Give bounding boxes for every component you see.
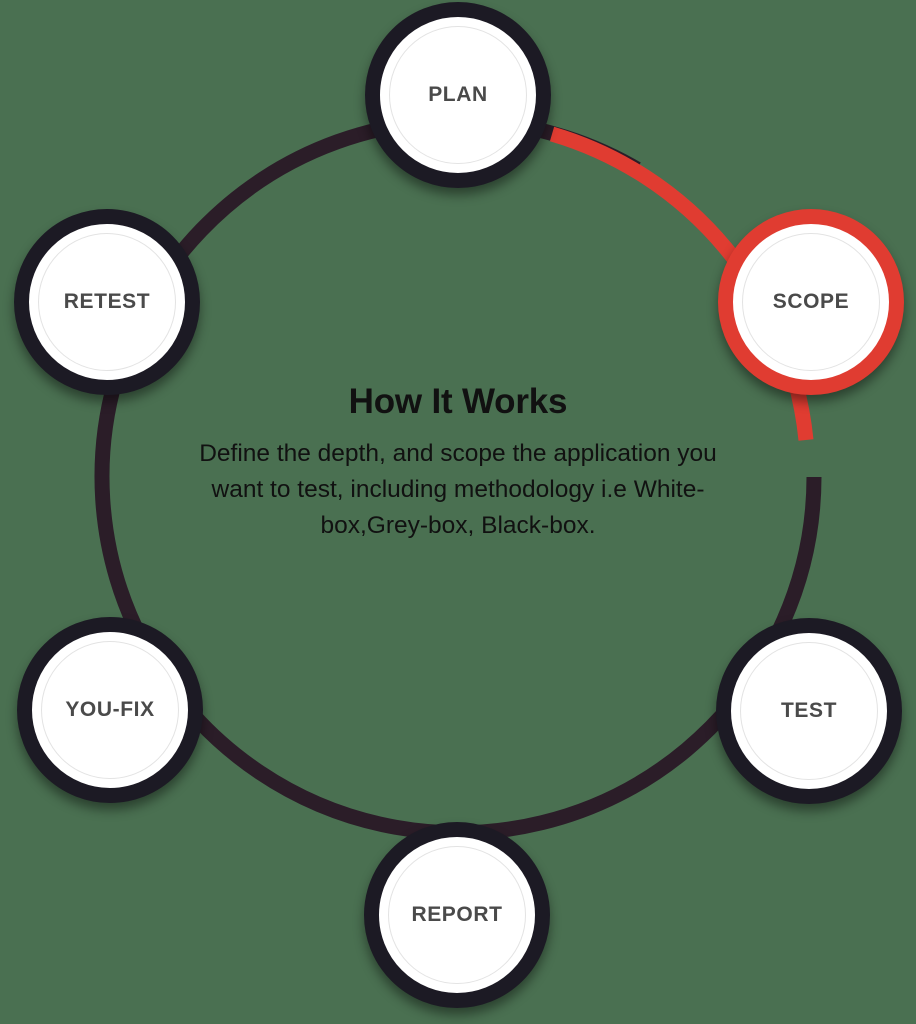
process-node-retest[interactable]: RETEST [14,209,200,395]
process-node-test[interactable]: TEST [716,618,902,804]
center-content: How It Works Define the depth, and scope… [178,382,738,544]
process-node-label: TEST [780,699,838,722]
process-node-label: SCOPE [772,290,850,313]
process-node-label: REPORT [411,903,503,926]
process-node-plan[interactable]: PLAN [365,2,551,188]
center-description: Define the depth, and scope the applicat… [199,439,717,540]
process-node-label: RETEST [63,290,151,313]
process-node-label: PLAN [428,83,488,106]
process-node-scope[interactable]: SCOPE [718,209,904,395]
process-node-report[interactable]: REPORT [364,822,550,1008]
process-node-label: YOU-FIX [65,698,155,721]
center-heading: How It Works [348,382,568,421]
process-node-you-fix[interactable]: YOU-FIX [17,617,203,803]
